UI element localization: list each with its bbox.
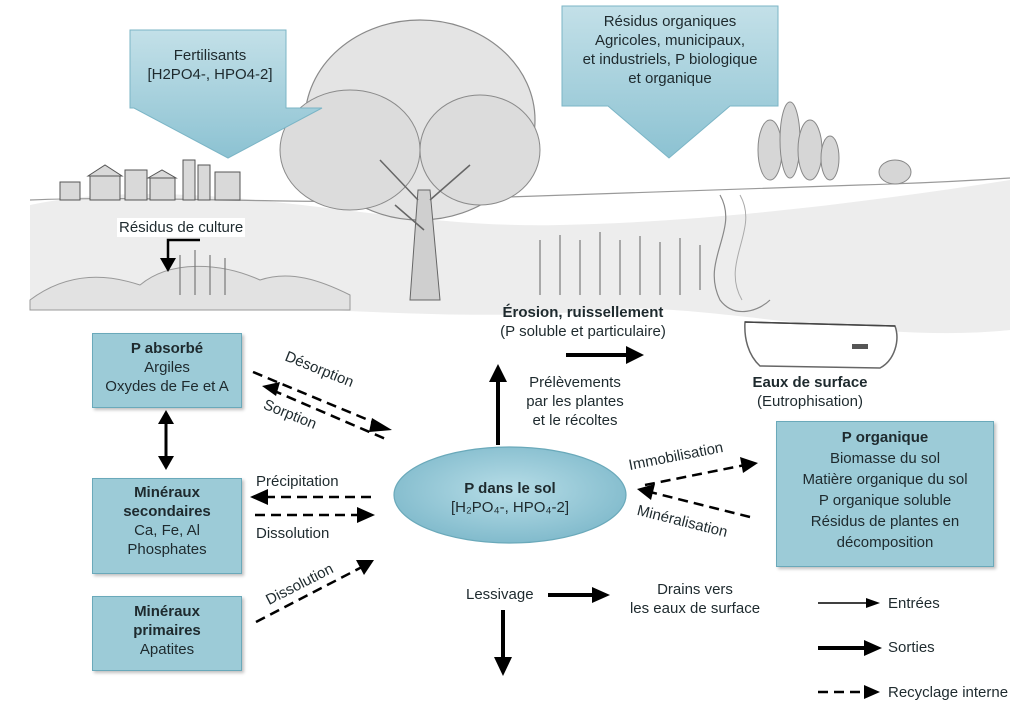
fertilisants-label: Fertilisants [H2PO4-, HPO4-2] xyxy=(135,46,285,84)
dissolution-arrowhead xyxy=(357,507,375,523)
double-arrow-top xyxy=(158,410,174,424)
residus-culture-arrow xyxy=(166,238,200,262)
erosion-arrow xyxy=(626,346,644,364)
p-organique-line: Biomasse du sol xyxy=(829,450,941,467)
fertilisants-title: Fertilisants xyxy=(173,47,247,64)
drains-line: Drains vers xyxy=(657,581,733,598)
prelevements-arrow xyxy=(489,364,507,382)
crops-sketch xyxy=(179,232,701,295)
prelevements-line: et le récoltes xyxy=(532,412,618,429)
pond-sketch xyxy=(744,321,898,369)
residus-culture-label: Résidus de culture xyxy=(117,218,246,237)
p-organique-title: P organique xyxy=(841,429,929,446)
p-organique-line: Matière organique du sol xyxy=(802,471,968,488)
mineraux-primaires-box: Minéraux primaires Apatites xyxy=(92,596,242,671)
mineraux-primaires-line: Apatites xyxy=(139,641,195,658)
residus-line: et industriels, P biologique xyxy=(582,51,758,68)
p-organique-line: décomposition xyxy=(836,534,934,551)
residus-organiques-label: Résidus organiques Agricoles, municipaux… xyxy=(563,12,777,88)
bushes-left xyxy=(29,265,351,311)
eaux-surface-label: Eaux de surface (Eutrophisation) xyxy=(730,373,890,411)
legend-recyclage-arrow xyxy=(864,685,880,699)
farm-buildings-sketch xyxy=(59,159,241,201)
eaux-surface-title: Eaux de surface xyxy=(752,374,868,391)
mineraux-primaires-title: Minéraux xyxy=(134,603,200,620)
p-absorbe-box: P absorbé Argiles Oxydes de Fe et A xyxy=(92,333,242,408)
mineraux-secondaires-line: Ca, Fe, Al xyxy=(134,522,200,539)
distant-trees-sketch xyxy=(757,101,912,185)
precipitation-arrowhead xyxy=(250,489,268,505)
legend-entrees-label: Entrées xyxy=(888,595,940,612)
p-organique-box: P organique Biomasse du sol Matière orga… xyxy=(776,421,994,567)
p-absorbe-title: P absorbé xyxy=(130,340,204,357)
p-absorbe-line: Oxydes de Fe et A xyxy=(105,378,229,395)
p-organique-line: P organique soluble xyxy=(818,492,952,509)
p-organique-line: Résidus de plantes en xyxy=(810,513,960,530)
prelevements-line: Prélèvements xyxy=(529,374,621,391)
mineralisation-arrowhead xyxy=(637,484,655,500)
desorption-arrowhead xyxy=(369,418,392,432)
p-absorbe-line: Argiles xyxy=(144,359,190,376)
mineraux-primaires-title: primaires xyxy=(133,622,201,639)
stream-sketch xyxy=(713,194,771,313)
lessivage-right-arrow xyxy=(592,587,610,603)
immobilisation-arrowhead xyxy=(740,457,758,473)
mineraux-secondaires-title: Minéraux xyxy=(134,484,200,501)
mineraux-secondaires-box: Minéraux secondaires Ca, Fe, Al Phosphat… xyxy=(92,478,242,574)
erosion-label: Érosion, ruissellement (P soluble et par… xyxy=(490,303,676,341)
lessivage-down-arrow xyxy=(494,657,512,676)
residus-arrow-shape xyxy=(561,5,779,159)
legend-sorties-arrow xyxy=(864,640,882,656)
sorption-arrowhead xyxy=(262,382,280,396)
residus-line: Résidus organiques xyxy=(603,13,737,30)
drains-line: les eaux de surface xyxy=(629,600,761,617)
legend-entrees-arrow xyxy=(866,598,880,608)
eaux-surface-subtitle: (Eutrophisation) xyxy=(757,393,863,410)
prelevements-line: par les plantes xyxy=(526,393,624,410)
prelevements-label: Prélèvements par les plantes et le récol… xyxy=(510,373,640,430)
mineraux-secondaires-title: secondaires xyxy=(123,503,211,520)
dissolution-label: Dissolution xyxy=(256,525,330,542)
legend-recyclage-label: Recyclage interne xyxy=(888,684,1009,701)
lessivage-label: Lessivage xyxy=(466,586,534,603)
double-arrow-bottom xyxy=(158,456,174,470)
drains-label: Drains vers les eaux de surface xyxy=(612,580,778,618)
stream-bank xyxy=(734,194,747,301)
precipitation-label: Précipitation xyxy=(256,473,339,490)
tree-sketch xyxy=(279,19,541,301)
mineraux-secondaires-line: Phosphates xyxy=(127,541,207,558)
residus-line: et organique xyxy=(628,70,712,87)
erosion-subtitle: (P soluble et particulaire) xyxy=(500,323,666,340)
fertilisants-formula: [H2PO4-, HPO4-2] xyxy=(147,66,273,83)
legend-sorties-label: Sorties xyxy=(888,639,935,656)
p-sol-title: P dans le sol xyxy=(464,480,556,497)
p-sol-label: P dans le sol [H₂PO₄-, HPO₄-2] xyxy=(410,479,610,517)
dissolution2-arrowhead xyxy=(356,560,374,575)
p-sol-formula: [H₂PO₄-, HPO₄-2] xyxy=(450,499,570,516)
p-sol-ellipse xyxy=(393,446,627,544)
residus-line: Agricoles, municipaux, xyxy=(594,32,746,49)
erosion-title: Érosion, ruissellement xyxy=(502,304,664,321)
fertilisants-arrow-shape xyxy=(129,29,323,159)
